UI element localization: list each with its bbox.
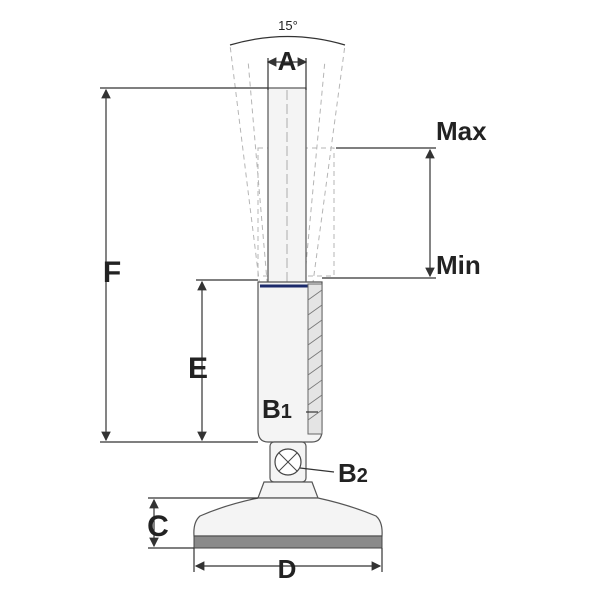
section-hatching [307, 289, 323, 421]
dim-d-label: D [278, 554, 297, 584]
dim-b2-label: B2 [338, 458, 368, 488]
angle-arc [229, 35, 346, 46]
base-plate [193, 497, 383, 537]
dim-f-label: F [103, 256, 121, 289]
dim-e-label: E [188, 352, 208, 385]
sleeve-section [307, 283, 323, 435]
dim-b1-label: B1 [262, 394, 292, 424]
min-label: Min [436, 250, 481, 280]
rubber-pad [193, 535, 383, 549]
base-neck [257, 481, 319, 499]
dim-c-label: C [147, 510, 169, 543]
max-label: Max [436, 116, 487, 146]
dim-a-label: A [278, 46, 297, 76]
angle-label: 15° [278, 18, 298, 33]
